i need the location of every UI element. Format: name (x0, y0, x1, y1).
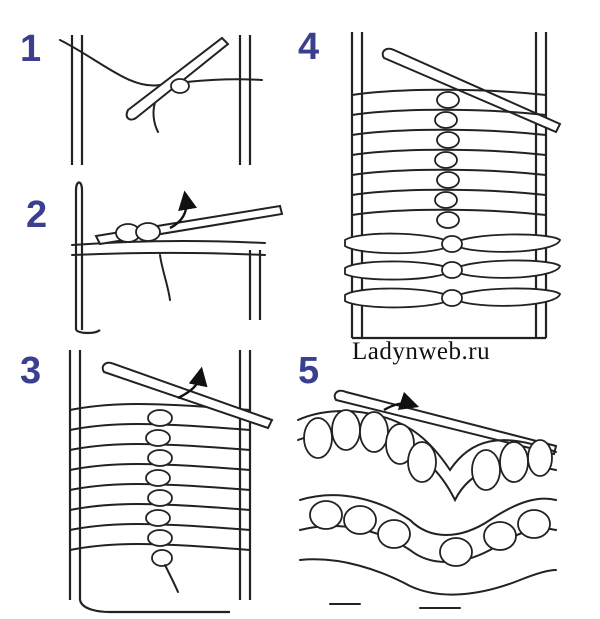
hairpin-frame (70, 35, 252, 165)
step-3-illustration (68, 350, 274, 614)
yarn (71, 239, 266, 246)
hairpin-frame (68, 350, 252, 600)
step-1-illustration (59, 35, 263, 165)
yarn (59, 39, 263, 87)
site-watermark: Ladynweb.ru (352, 338, 491, 365)
direction-arrow-icon (177, 366, 208, 400)
step-number-4: 4 (298, 26, 320, 68)
center-spine (145, 409, 173, 567)
center-spine (434, 91, 463, 307)
step-4-illustration (344, 32, 562, 340)
step-number-3: 3 (20, 350, 42, 392)
step-number-5: 5 (298, 350, 320, 392)
lace-fabric (297, 409, 557, 609)
step-number-1: 1 (20, 28, 42, 70)
hairpin-frame (350, 32, 548, 338)
direction-arrow-icon (169, 190, 198, 230)
step-5-illustration (297, 389, 558, 609)
yarn-loop (170, 78, 190, 94)
yarn-loops (344, 88, 562, 309)
hairpin-frame (74, 181, 84, 330)
step-2-illustration (71, 181, 284, 335)
crochet-hook (101, 361, 274, 430)
direction-arrow-icon (383, 391, 420, 412)
step-number-2: 2 (26, 194, 48, 236)
